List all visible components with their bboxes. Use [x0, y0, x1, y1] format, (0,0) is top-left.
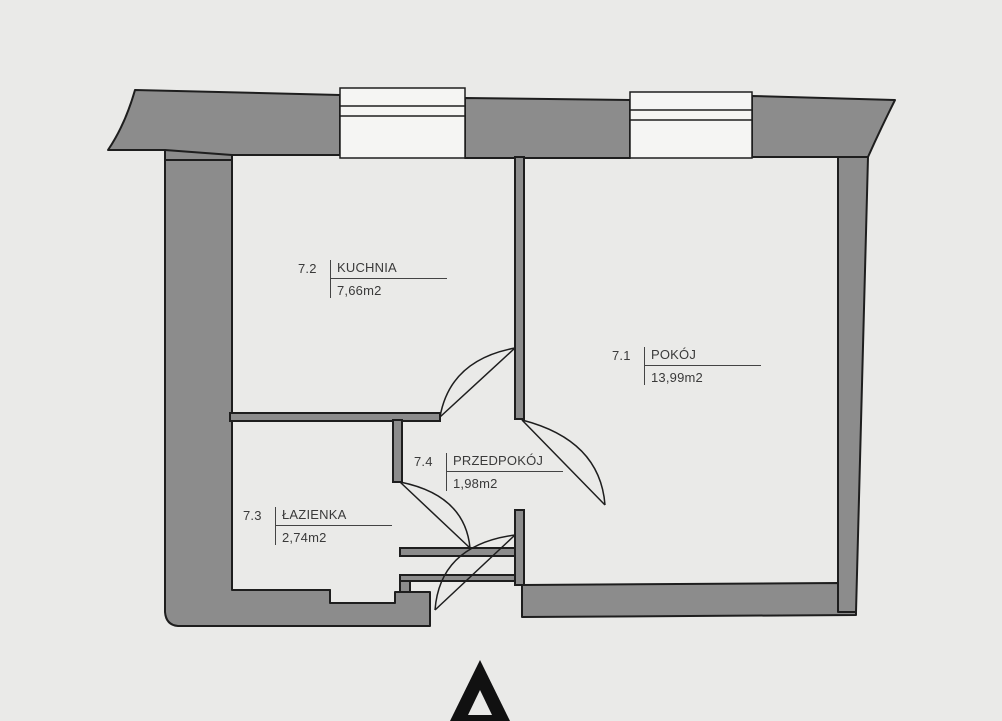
partitions [229, 156, 525, 586]
room-label-pokoj: 7.1 POKÓJ 13,99m2 [612, 347, 761, 385]
room-number: 7.2 [298, 261, 317, 276]
room-area: 7,66m2 [330, 279, 447, 298]
door-swings [399, 347, 606, 611]
room-label-przedpokoj: 7.4 PRZEDPOKÓJ 1,98m2 [414, 453, 563, 491]
room-number: 7.1 [612, 348, 631, 363]
room-label-kuchnia: 7.2 KUCHNIA 7,66m2 [298, 260, 447, 298]
walls [107, 89, 896, 627]
room-name: ŁAZIENKA [275, 507, 392, 526]
room-name: PRZEDPOKÓJ [446, 453, 563, 472]
room-number: 7.3 [243, 508, 262, 523]
room-label-lazienka: 7.3 ŁAZIENKA 2,74m2 [243, 507, 392, 545]
room-area: 1,98m2 [446, 472, 563, 491]
room-number: 7.4 [414, 454, 433, 469]
windows [339, 87, 753, 159]
room-name: KUCHNIA [330, 260, 447, 279]
room-area: 2,74m2 [275, 526, 392, 545]
north-arrow-icon [450, 660, 510, 721]
room-area: 13,99m2 [644, 366, 761, 385]
room-name: POKÓJ [644, 347, 761, 366]
